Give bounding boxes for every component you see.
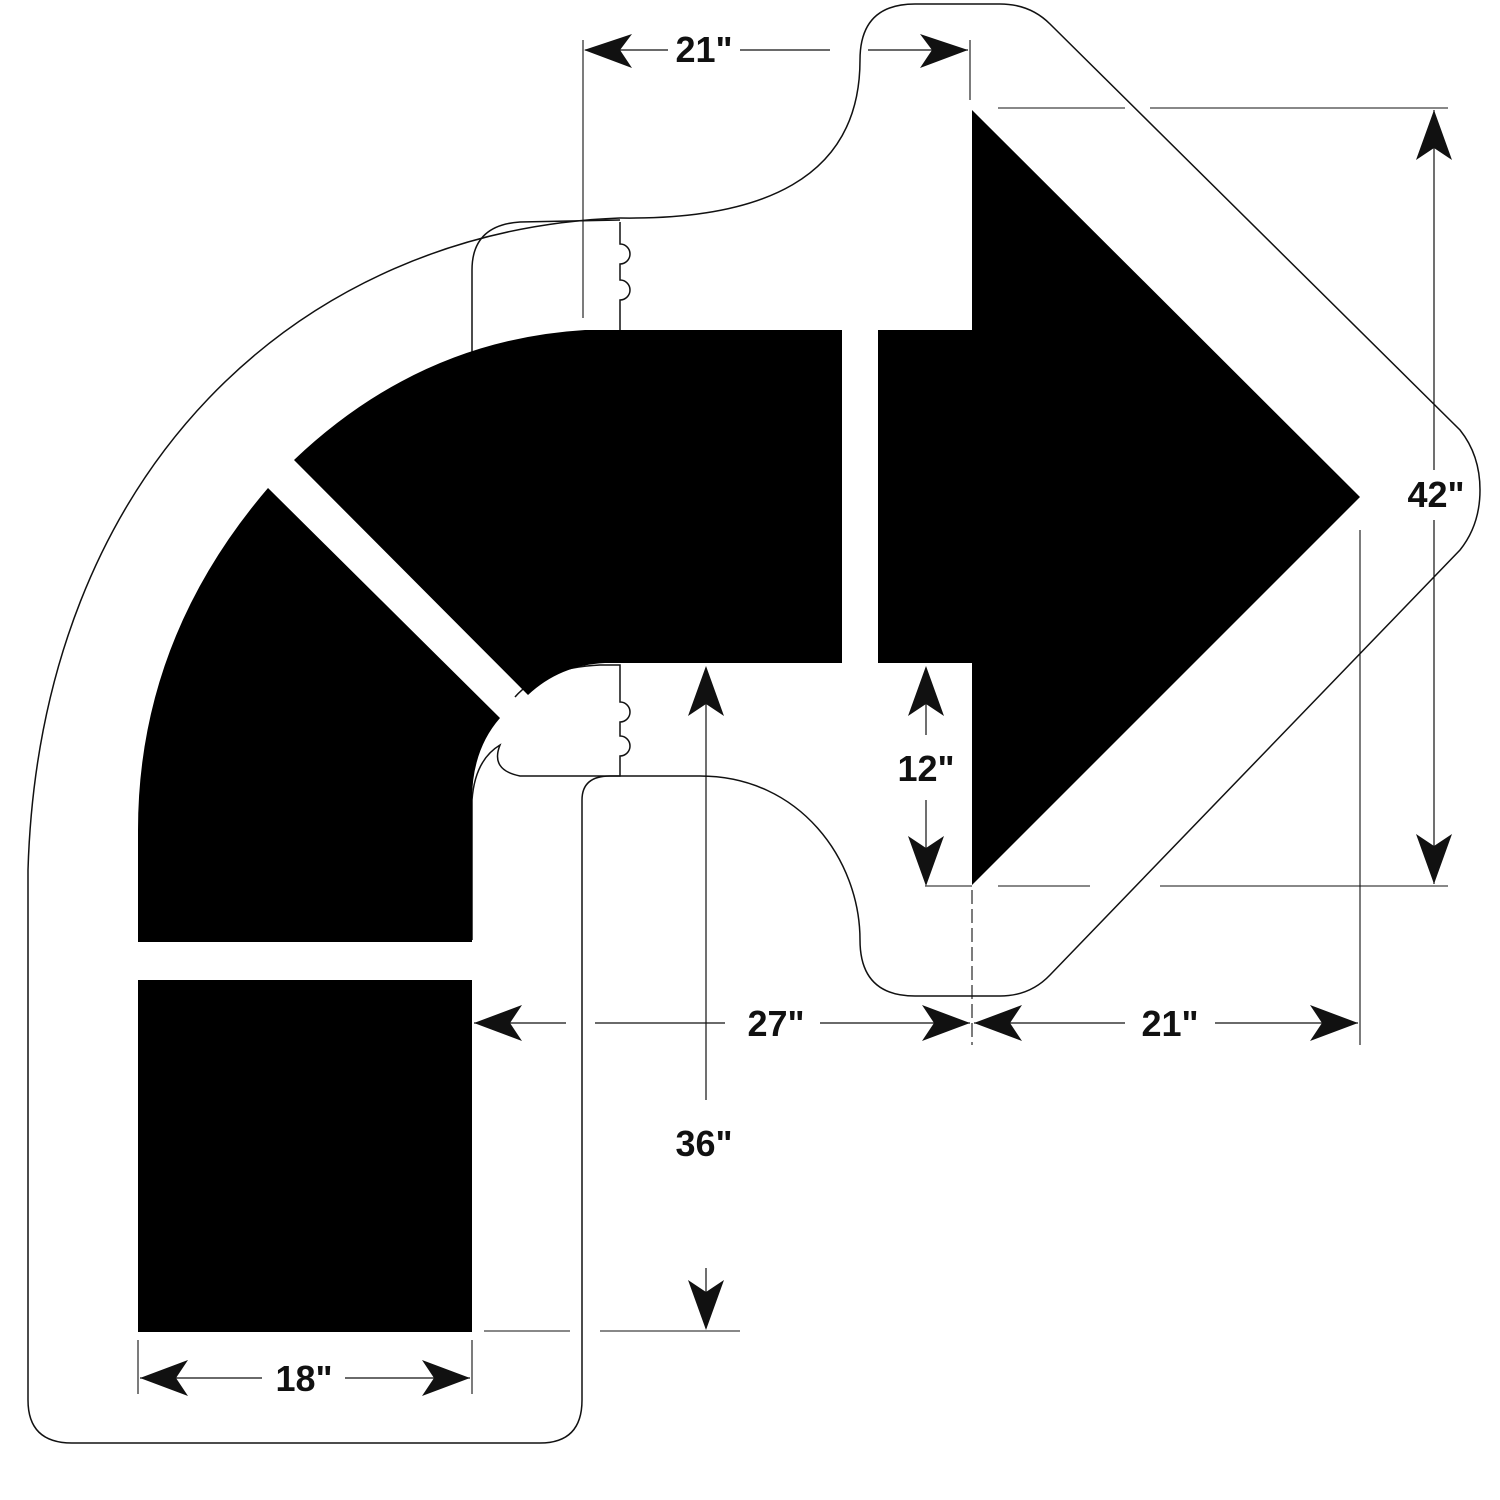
arrowhead-21b-left <box>974 1005 1022 1041</box>
arrowhead-27-left <box>474 1005 522 1041</box>
arrowhead-12-bottom <box>908 836 944 886</box>
curve-upper-segment <box>294 330 842 695</box>
curve-lower-segment <box>138 488 500 942</box>
arrowhead-27-right <box>922 1005 970 1041</box>
dim-label-top-width: 21" <box>675 29 732 70</box>
stencil-outline-curve-inner <box>471 743 610 940</box>
arrowhead-12-top <box>908 666 944 716</box>
dim-label-arrow-head-height: 42" <box>1407 474 1464 515</box>
dim-label-stem-height: 36" <box>675 1123 732 1164</box>
arrowhead-36-bottom <box>688 1280 724 1330</box>
seam-notches-top <box>619 222 631 330</box>
stencil-outline-curve-piece <box>471 219 621 355</box>
arrowhead-18-right <box>422 1360 470 1396</box>
arrowhead-42-bottom <box>1416 834 1452 884</box>
arrowhead-18-left <box>140 1360 188 1396</box>
dim-label-bend-width: 27" <box>747 1003 804 1044</box>
stem-block <box>138 980 472 1332</box>
dim-label-head-depth: 21" <box>1141 1003 1198 1044</box>
arrowhead-42-top <box>1416 110 1452 160</box>
arrow-head <box>878 110 1360 885</box>
arrowhead-21b-right <box>1310 1005 1358 1041</box>
stencil-outline-left-piece <box>27 217 631 1444</box>
arrowhead-36-top <box>688 666 724 716</box>
arrowhead-top-right <box>920 34 968 68</box>
stencil-outline-right-piece <box>610 3 1481 997</box>
arrowhead-top-left <box>584 34 632 68</box>
dim-label-shaft-offset: 12" <box>897 748 954 789</box>
dim-label-stem-width: 18" <box>275 1358 332 1399</box>
